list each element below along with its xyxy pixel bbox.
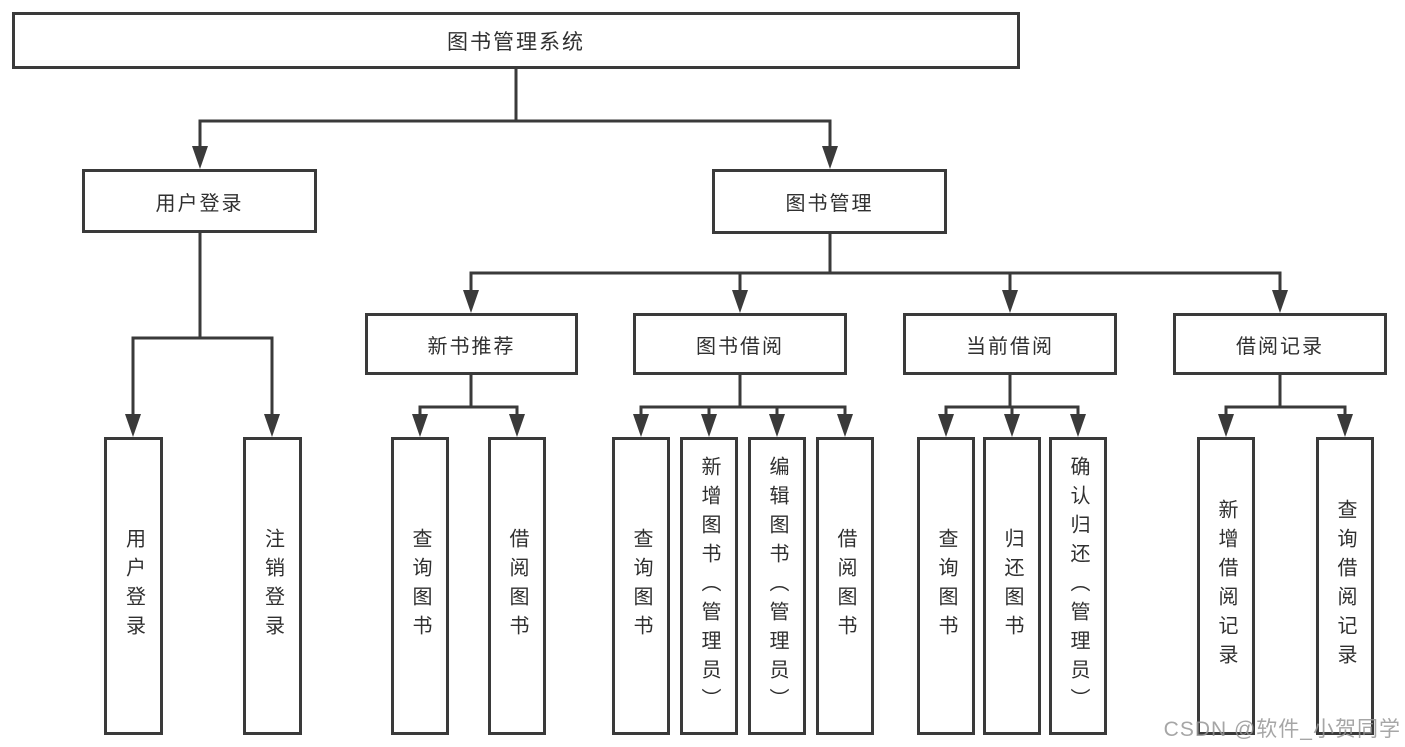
leaf-add-book-admin: 新增图书（管理员） — [680, 437, 738, 735]
leaf-logout-login: 注销登录 — [243, 437, 302, 735]
leaf-query-books-recommend: 查询图书 — [391, 437, 449, 735]
leaf-add-borrow-record: 新增借阅记录 — [1197, 437, 1255, 735]
node-new-book-recommend: 新书推荐 — [365, 313, 578, 375]
node-current-borrow: 当前借阅 — [903, 313, 1117, 375]
node-borrow-records: 借阅记录 — [1173, 313, 1387, 375]
node-user-login: 用户登录 — [82, 169, 317, 233]
leaf-edit-book-admin: 编辑图书（管理员） — [748, 437, 806, 735]
node-book-management: 图书管理 — [712, 169, 947, 234]
leaf-query-books-current: 查询图书 — [917, 437, 975, 735]
leaf-query-borrow-record: 查询借阅记录 — [1316, 437, 1374, 735]
leaf-borrow-books-borrow: 借阅图书 — [816, 437, 874, 735]
leaf-confirm-return-admin: 确认归还（管理员） — [1049, 437, 1107, 735]
leaf-return-books: 归还图书 — [983, 437, 1041, 735]
node-book-borrow: 图书借阅 — [633, 313, 847, 375]
leaf-query-books-borrow: 查询图书 — [612, 437, 670, 735]
node-root: 图书管理系统 — [12, 12, 1020, 69]
leaf-borrow-books-recommend: 借阅图书 — [488, 437, 546, 735]
leaf-user-login: 用户登录 — [104, 437, 163, 735]
